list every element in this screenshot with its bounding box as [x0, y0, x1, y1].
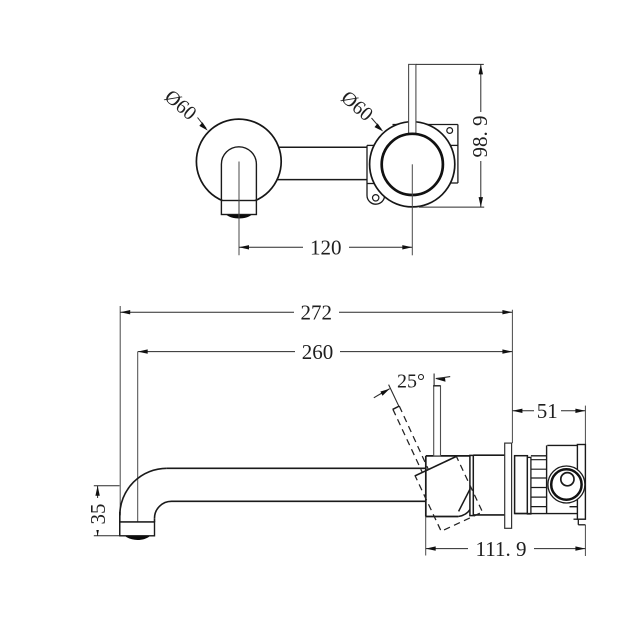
- spout-tip-side: [119, 521, 156, 537]
- spout-outlet: [220, 146, 258, 201]
- handle-base-solid: [424, 454, 475, 518]
- handle-rod-tilted: [392, 405, 429, 473]
- thread-lines: [530, 459, 547, 508]
- dim-272-label: 272: [300, 301, 332, 325]
- front-view: [195, 63, 459, 256]
- dim-260-label: 260: [302, 340, 334, 364]
- wall-flange: [504, 442, 513, 529]
- extension-lines: [119, 306, 586, 556]
- dim-35: 35: [86, 485, 120, 537]
- dim-51-label: 51: [537, 399, 558, 423]
- dim-98-9: 98. 9: [415, 63, 492, 208]
- dim-25-label: 25°: [397, 371, 425, 393]
- mixer-body: [473, 442, 513, 529]
- screw-hole-bottom: [371, 194, 380, 202]
- dia-right-text: Ø60: [337, 87, 377, 126]
- centerlines-front: [238, 161, 413, 256]
- dimensions: 120 98. 9 Ø60 Ø60 27: [86, 63, 586, 561]
- aerator-side: [125, 536, 150, 540]
- handle-rod-front: [408, 63, 417, 136]
- dim-98-9-label: 98. 9: [468, 116, 492, 158]
- dim-25deg: 25°: [373, 371, 451, 407]
- side-view: [118, 306, 587, 556]
- handle-tilted-phantom: [392, 405, 484, 533]
- dim-51: 51: [512, 399, 586, 423]
- dia-label-left: Ø60: [160, 86, 208, 131]
- screw-hole-top: [446, 126, 454, 134]
- dia-left-text: Ø60: [160, 86, 200, 125]
- dia-label-right: Ø60: [337, 87, 384, 132]
- inwall-body: [513, 443, 587, 526]
- spout-side: [118, 467, 426, 536]
- dim-111-9: 111. 9: [425, 537, 586, 561]
- valve-small-circle: [559, 471, 575, 487]
- back-plate-foot: [573, 518, 586, 526]
- dim-120: 120: [239, 236, 413, 260]
- dim-35-label: 35: [86, 504, 110, 525]
- dim-260: 260: [137, 340, 513, 364]
- dim-272: 272: [120, 301, 513, 325]
- valve-bracket: [530, 444, 578, 514]
- dim-111-9-label: 111. 9: [476, 537, 527, 561]
- handle-rod-side: [433, 385, 442, 457]
- dim-120-label: 120: [310, 236, 342, 260]
